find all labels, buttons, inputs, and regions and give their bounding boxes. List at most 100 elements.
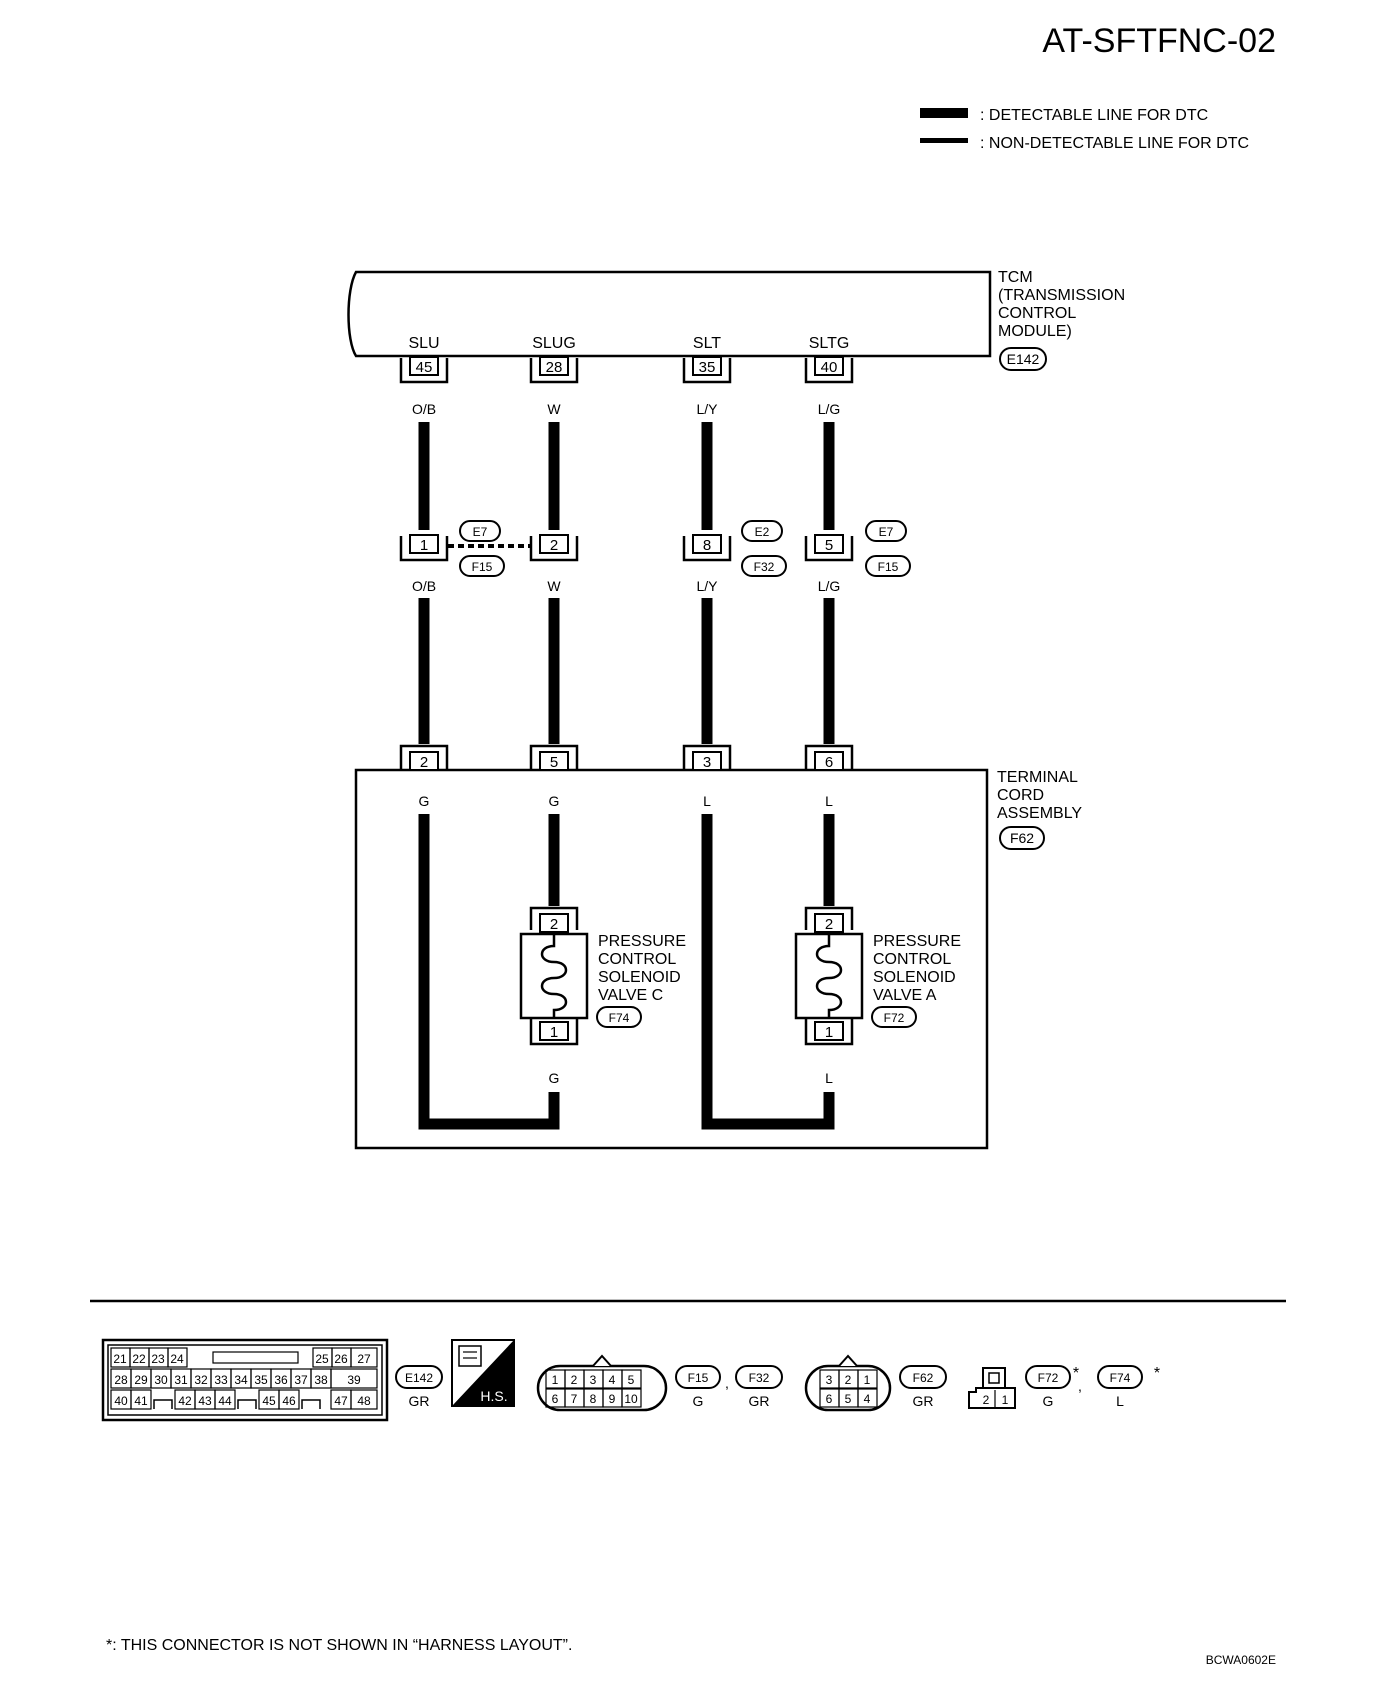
wire-color-label: G — [549, 793, 560, 809]
e142-pin: 36 — [274, 1373, 288, 1387]
terminal-cord-connector-badge — [999, 826, 1045, 850]
wire-color-label: L/G — [818, 401, 841, 417]
wire-color-label: L/Y — [696, 578, 718, 594]
solenoid-label-line-3: SOLENOID — [598, 969, 681, 986]
legend-non-detectable: : NON-DETECTABLE LINE FOR DTC — [980, 135, 1249, 152]
connector-color: L — [1116, 1393, 1124, 1409]
mid-pin-number: 8 — [703, 537, 711, 554]
cord-pin-number: 3 — [703, 754, 711, 771]
e142-pin: 42 — [178, 1394, 192, 1408]
connector-badge — [459, 555, 505, 577]
f15-pin: 10 — [624, 1392, 638, 1406]
f15-pin: 8 — [590, 1392, 597, 1406]
detectable-wires-lower — [418, 814, 835, 1130]
e142-pin: 43 — [198, 1394, 212, 1408]
tcm-label-line-1: TCM — [998, 269, 1033, 286]
wire-color-label: O/B — [412, 401, 436, 417]
e142-pin: 26 — [334, 1352, 348, 1366]
f72-pin: 2 — [983, 1393, 990, 1407]
connector-badge — [899, 1365, 947, 1389]
e142-pin: 41 — [134, 1394, 148, 1408]
wire-color-label: L/Y — [696, 401, 718, 417]
wire-color-label: O/B — [412, 578, 436, 594]
connector-separator: , — [1078, 1378, 1082, 1394]
e142-pin: 33 — [214, 1373, 228, 1387]
f15-pin: 7 — [571, 1392, 578, 1406]
e142-pin: 25 — [315, 1352, 329, 1366]
connector-id: F32 — [749, 1371, 770, 1385]
e142-pin: 24 — [170, 1352, 184, 1366]
mid-connector-5: 5 — [804, 534, 854, 562]
coil-icon — [815, 934, 843, 1018]
e142-pin: 37 — [294, 1373, 308, 1387]
connector-id: F72 — [884, 1011, 905, 1025]
f15-pin: 9 — [609, 1392, 616, 1406]
e142-pin: 48 — [357, 1394, 371, 1408]
connector-badge — [871, 1006, 917, 1028]
legend-detectable: : DETECTABLE LINE FOR DTC — [980, 107, 1208, 124]
tcm-label-line-2: (TRANSMISSION — [998, 287, 1125, 304]
e142-pin: 28 — [114, 1373, 128, 1387]
f72-f74-connector-view: 2 1 F72 * , G F74 * L — [968, 1365, 1160, 1409]
f62-pin: 3 — [826, 1373, 833, 1387]
e142-pin: 32 — [194, 1373, 208, 1387]
legend: : DETECTABLE LINE FOR DTC : NON-DETECTAB… — [920, 107, 1249, 152]
mid-connector-8: 8 — [682, 534, 732, 562]
e142-pin: 21 — [113, 1352, 127, 1366]
e142-pin: 47 — [334, 1394, 348, 1408]
tcm-pin-number: 28 — [546, 359, 563, 376]
tcm-signal-slu: SLU — [408, 335, 439, 352]
mid-pin-number: 2 — [550, 537, 558, 554]
e142-pin: 40 — [114, 1394, 128, 1408]
e142-pin: 30 — [154, 1373, 168, 1387]
tcm-signal-sltg: SLTG — [809, 335, 850, 352]
solenoid-label-line-2: CONTROL — [873, 951, 951, 968]
connector-icon — [458, 1345, 482, 1367]
cord-pin-5: 5 — [529, 744, 579, 771]
connector-badge — [1025, 1365, 1071, 1389]
connector-badge — [865, 520, 907, 542]
wire-color-label: L/G — [818, 578, 841, 594]
wire-color-label: G — [419, 793, 430, 809]
connector-color: G — [693, 1393, 704, 1409]
connector-badge — [865, 555, 911, 577]
connector-badge — [1097, 1365, 1143, 1389]
wire-color-label: G — [549, 1070, 560, 1086]
mid-connector-badges: E7 F15 E2 F32 E7 F15 — [459, 520, 911, 577]
solenoid-label-line-4: VALVE C — [598, 987, 663, 1004]
e142-pin: 31 — [174, 1373, 188, 1387]
cord-pin-number: 6 — [825, 754, 833, 771]
cord-pin-number: 2 — [420, 754, 428, 771]
pressure-control-solenoid-valve-c: 2 1 PRESSURE CONTROL SOLENOID VALVE C F7… — [519, 906, 686, 1086]
cord-pin-number: 5 — [550, 754, 558, 771]
mid-connector-1: 1 — [399, 534, 449, 562]
connector-badge — [741, 520, 783, 542]
connector-id: F72 — [1038, 1371, 1059, 1385]
cord-pin-2: 2 — [399, 744, 449, 771]
f15-pin: 1 — [552, 1373, 559, 1387]
connector-id: F74 — [1110, 1371, 1131, 1385]
mid-pin-number: 1 — [420, 537, 428, 554]
f62-connector-view: 3 2 1 6 5 4 F62 GR — [804, 1354, 947, 1412]
tcm-connector-id: E142 — [1007, 351, 1040, 367]
terminal-cord-label-line-3: ASSEMBLY — [997, 805, 1082, 822]
connector-badge — [735, 1365, 783, 1389]
non-detectable-line-swatch — [920, 138, 968, 143]
wire-color-label: L — [825, 793, 833, 809]
connector-color: GR — [409, 1393, 430, 1409]
connector-color: GR — [749, 1393, 770, 1409]
tcm-pin-number: 45 — [416, 359, 433, 376]
connector-badge — [675, 1365, 721, 1389]
hs-label: H.S. — [480, 1388, 507, 1404]
f62-pin: 1 — [864, 1373, 871, 1387]
e142-pin: 38 — [314, 1373, 328, 1387]
e142-pin: 22 — [132, 1352, 146, 1366]
footnote: *: THIS CONNECTOR IS NOT SHOWN IN “HARNE… — [106, 1637, 572, 1654]
detectable-line-swatch — [920, 108, 968, 118]
connector-id: F15 — [878, 560, 899, 574]
e142-pin: 45 — [262, 1394, 276, 1408]
pressure-control-solenoid-valve-a: 2 1 PRESSURE CONTROL SOLENOID VALVE A F7… — [794, 906, 961, 1086]
e142-pin: 27 — [357, 1352, 371, 1366]
e142-pin: 34 — [234, 1373, 248, 1387]
